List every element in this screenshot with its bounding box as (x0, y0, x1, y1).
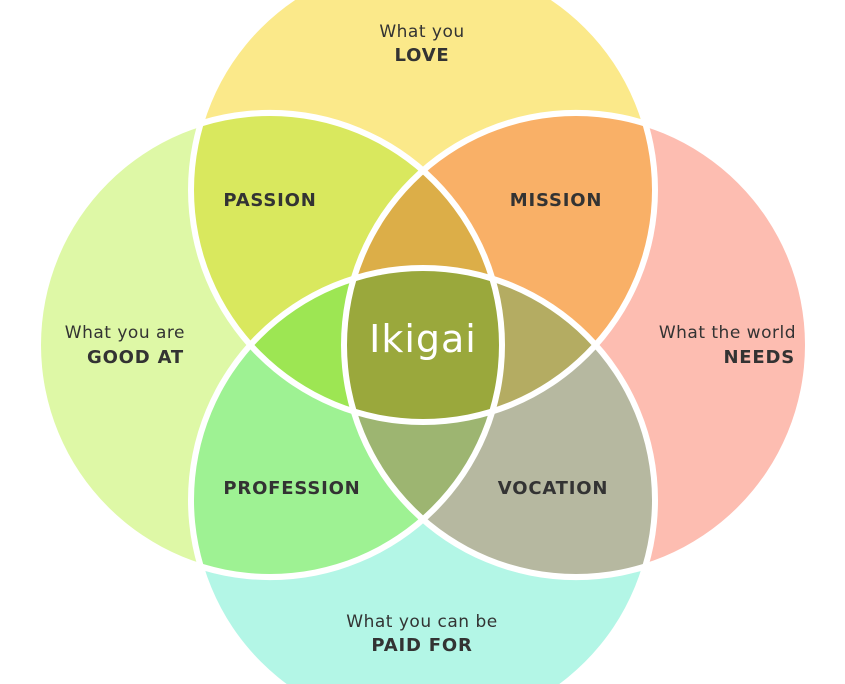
good-at-line1: What you are (65, 323, 185, 343)
profession-label: PROFESSION (223, 478, 360, 499)
needs-line2: NEEDS (723, 347, 795, 368)
needs-line1: What the world (659, 323, 796, 343)
love-line1: What you (379, 22, 464, 42)
paid-for-line2: PAID FOR (371, 635, 472, 656)
good-at-line2: GOOD AT (87, 347, 184, 368)
love-line2: LOVE (394, 45, 449, 66)
paid-for-line1: What you can be (346, 612, 497, 632)
vocation-label: VOCATION (498, 478, 608, 499)
ikigai-label: Ikigai (369, 317, 477, 361)
mission-label: MISSION (510, 190, 602, 211)
passion-label: PASSION (223, 190, 316, 211)
